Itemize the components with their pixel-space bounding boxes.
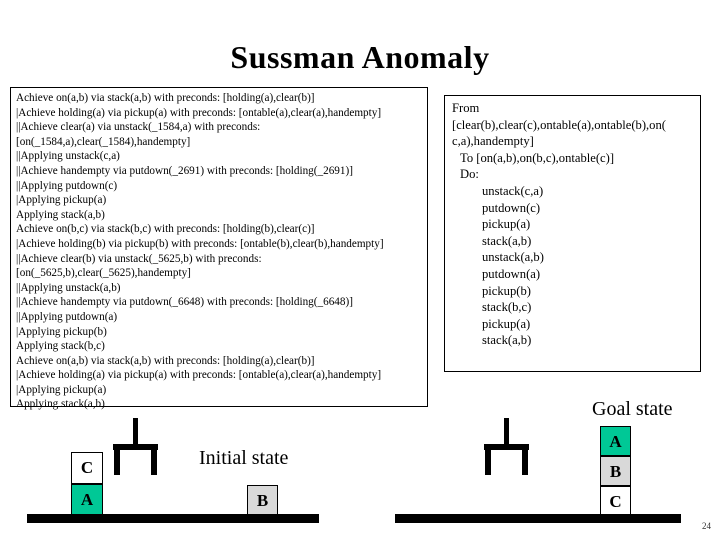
trace-line: ||Applying unstack(a,b)	[16, 281, 121, 294]
gripper-prong-left	[114, 449, 120, 475]
trace-line: ||Achieve handempty via putdown(_2691) w…	[16, 164, 353, 177]
plan-summary-box: From [clear(b),clear(c),ontable(a),ontab…	[444, 95, 701, 372]
block-b-goal: B	[600, 456, 631, 486]
plan-action: pickup(a)	[482, 316, 531, 331]
page-number: 24	[702, 521, 711, 531]
trace-line: Achieve on(a,b) via stack(a,b) with prec…	[16, 354, 315, 367]
plan-from-state-line: c,a),handempty]	[452, 134, 534, 149]
trace-line: Applying stack(a,b)	[16, 208, 105, 221]
plan-action: unstack(c,a)	[482, 183, 544, 198]
gripper-crossbar	[484, 444, 529, 450]
plan-action: pickup(a)	[482, 217, 531, 232]
gripper-crossbar	[113, 444, 158, 450]
trace-line: Achieve on(a,b) via stack(a,b) with prec…	[16, 92, 315, 104]
plan-do-label: Do:	[460, 167, 479, 182]
trace-line: |Applying pickup(b)	[16, 325, 107, 338]
page-title: Sussman Anomaly	[230, 39, 490, 75]
plan-action: stack(a,b)	[482, 233, 532, 248]
block-c-goal: C	[600, 486, 631, 515]
gripper-prong-left	[485, 449, 491, 475]
gripper-stem	[133, 418, 138, 446]
trace-line: [on(_5625,b),clear(_5625),handempty]	[16, 267, 191, 280]
trace-line: |Applying pickup(a)	[16, 194, 107, 207]
block-a-initial: A	[71, 484, 103, 515]
robot-gripper-icon	[109, 418, 163, 478]
trace-line: |Achieve holding(b) via pickup(b) with p…	[16, 237, 384, 250]
plan-from-state-line: [clear(b),clear(c),ontable(a),ontable(b)…	[452, 117, 666, 132]
block-a-goal: A	[600, 426, 631, 456]
trace-line: Applying stack(a,b)	[16, 398, 105, 411]
block-b-initial: B	[247, 485, 278, 515]
table-surface-initial	[27, 514, 319, 523]
plan-from-label: From	[452, 101, 480, 115]
block-c-initial: C	[71, 452, 103, 484]
plan-action: stack(b,c)	[482, 300, 532, 315]
plan-action: stack(a,b)	[482, 333, 532, 348]
trace-line: Applying stack(b,c)	[16, 340, 105, 353]
robot-gripper-icon	[480, 418, 534, 478]
goal-state-label: Goal state	[592, 398, 673, 420]
plan-action: pickup(b)	[482, 283, 531, 298]
trace-line: |Achieve holding(a) via pickup(a) with p…	[16, 369, 382, 382]
trace-line: ||Applying unstack(c,a)	[16, 150, 120, 163]
trace-line: ||Applying putdown(c)	[16, 179, 118, 192]
trace-line: ||Achieve clear(a) via unstack(_1584,a) …	[16, 121, 261, 134]
initial-state-label: Initial state	[199, 447, 289, 469]
planner-trace-box: Achieve on(a,b) via stack(a,b) with prec…	[10, 87, 428, 410]
gripper-stem	[504, 418, 509, 446]
plan-to-line: To [on(a,b),on(b,c),ontable(c)]	[460, 150, 615, 165]
trace-line: ||Achieve clear(b) via unstack(_5625,b) …	[16, 252, 262, 265]
trace-line: |Applying pickup(a)	[16, 383, 107, 396]
table-surface-goal	[395, 514, 681, 523]
gripper-prong-right	[522, 449, 528, 475]
trace-line: |Achieve holding(a) via pickup(a) with p…	[16, 106, 382, 119]
trace-line: ||Achieve handempty via putdown(_6648) w…	[16, 296, 353, 309]
trace-line: ||Applying putdown(a)	[16, 310, 118, 323]
trace-line: [on(_1584,a),clear(_1584),handempty]	[16, 135, 191, 148]
plan-action: putdown(a)	[482, 266, 541, 281]
gripper-prong-right	[151, 449, 157, 475]
plan-action: unstack(a,b)	[482, 250, 544, 265]
plan-action: putdown(c)	[482, 200, 541, 215]
trace-line: Achieve on(b,c) via stack(b,c) with prec…	[16, 223, 315, 236]
